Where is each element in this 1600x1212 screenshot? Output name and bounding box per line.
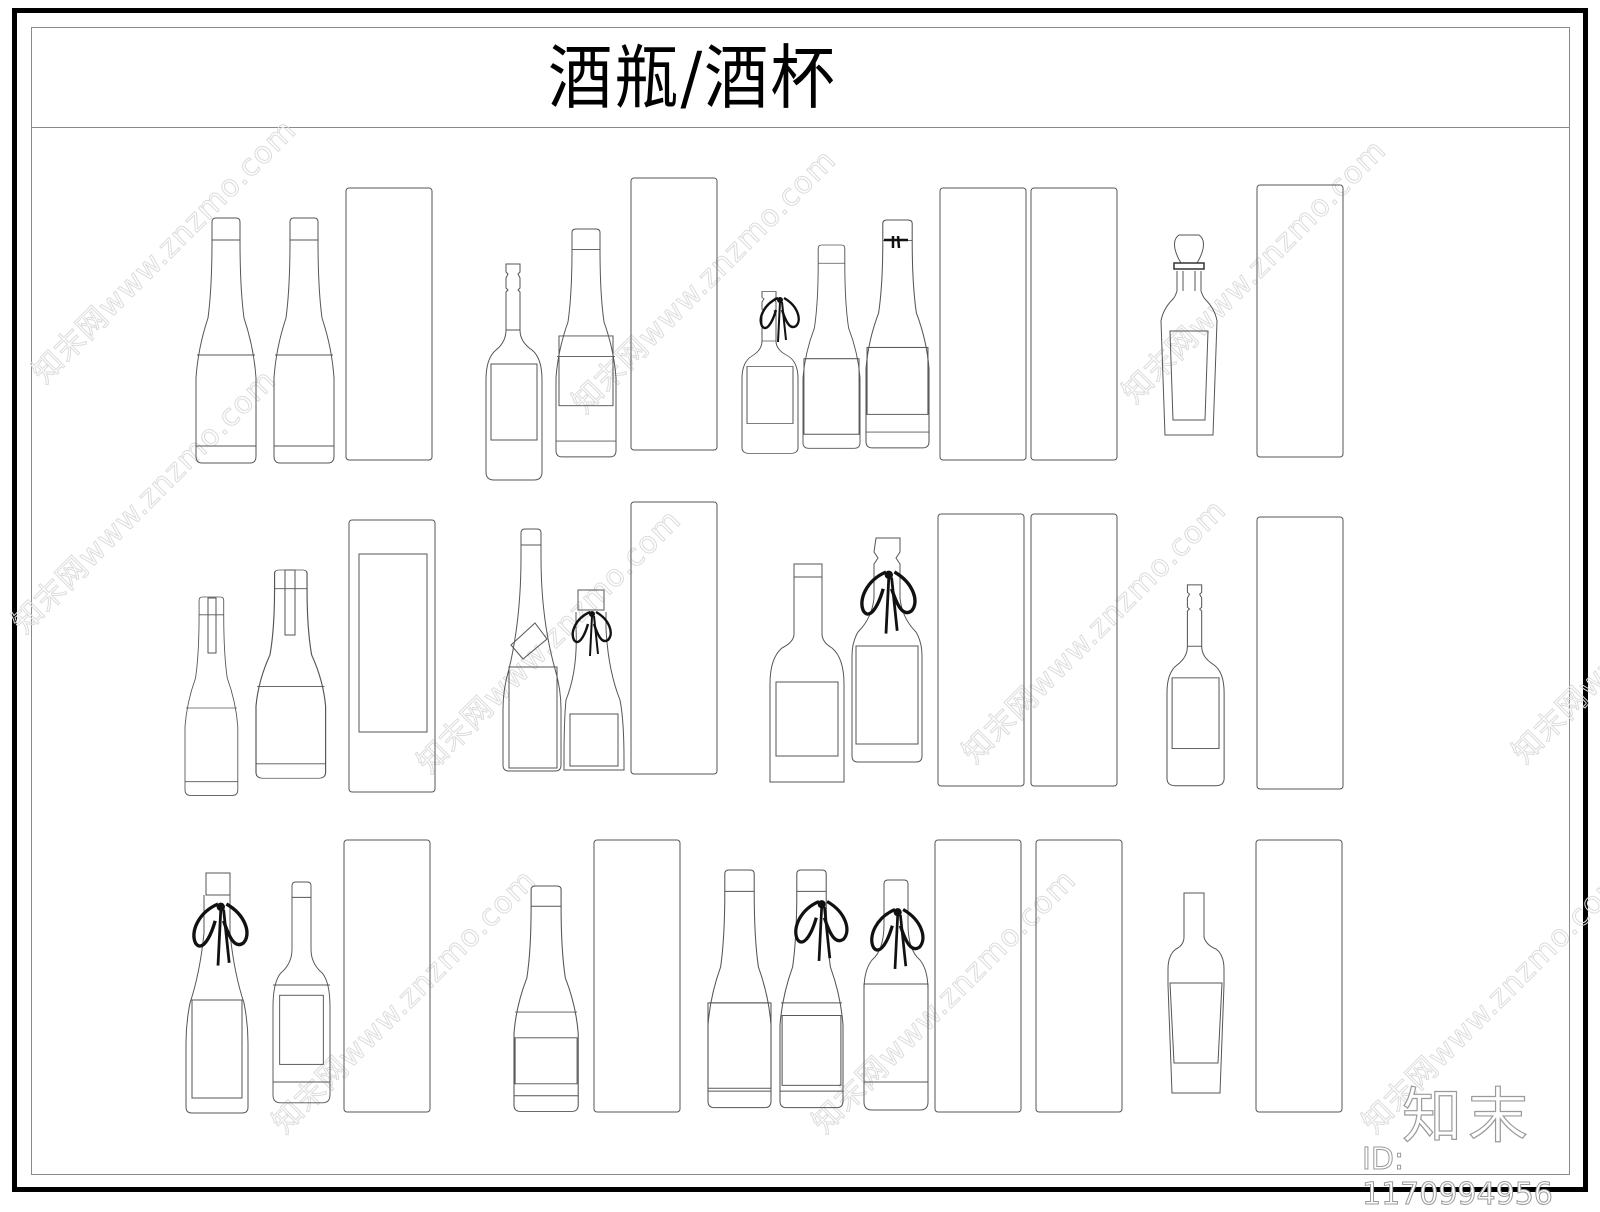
gift-box-icon	[939, 187, 1027, 461]
gift-box-icon	[1256, 184, 1344, 458]
whiskey-bottle-icon	[485, 263, 543, 481]
gift-box-icon	[937, 513, 1025, 787]
gift-box-icon	[934, 839, 1022, 1113]
drawing-outer-frame	[12, 8, 1588, 1192]
gift-box-icon	[1256, 516, 1344, 790]
gift-box-icon	[343, 839, 431, 1113]
gift-box-icon	[1255, 839, 1343, 1113]
row-1	[195, 177, 1344, 481]
gift-box-icon	[630, 501, 718, 775]
drawing-inner-frame	[31, 27, 1570, 1175]
gift-box-icon	[593, 839, 681, 1113]
wine-bottle-icon	[555, 228, 617, 458]
title-divider	[31, 127, 1569, 128]
page-title: 酒瓶/酒杯	[548, 37, 837, 119]
watermark-id: ID: 1170994956	[1362, 1142, 1554, 1212]
slim-bottle-icon	[1167, 892, 1225, 1094]
watermark-logo: 知末	[1401, 1081, 1534, 1152]
row-2	[184, 501, 1344, 796]
gift-box-icon	[348, 519, 436, 793]
gift-box-icon	[1035, 839, 1123, 1113]
gift-box-icon	[1030, 187, 1118, 461]
decanter-bottle-icon	[1160, 234, 1218, 436]
gift-box-icon	[1030, 513, 1118, 787]
wine-bottle-icon	[195, 217, 257, 464]
wine-bottle-icon	[273, 217, 335, 464]
gift-box-icon	[345, 187, 433, 461]
group-1	[195, 217, 257, 464]
gift-box-icon	[630, 177, 718, 451]
row-3	[185, 839, 1343, 1114]
